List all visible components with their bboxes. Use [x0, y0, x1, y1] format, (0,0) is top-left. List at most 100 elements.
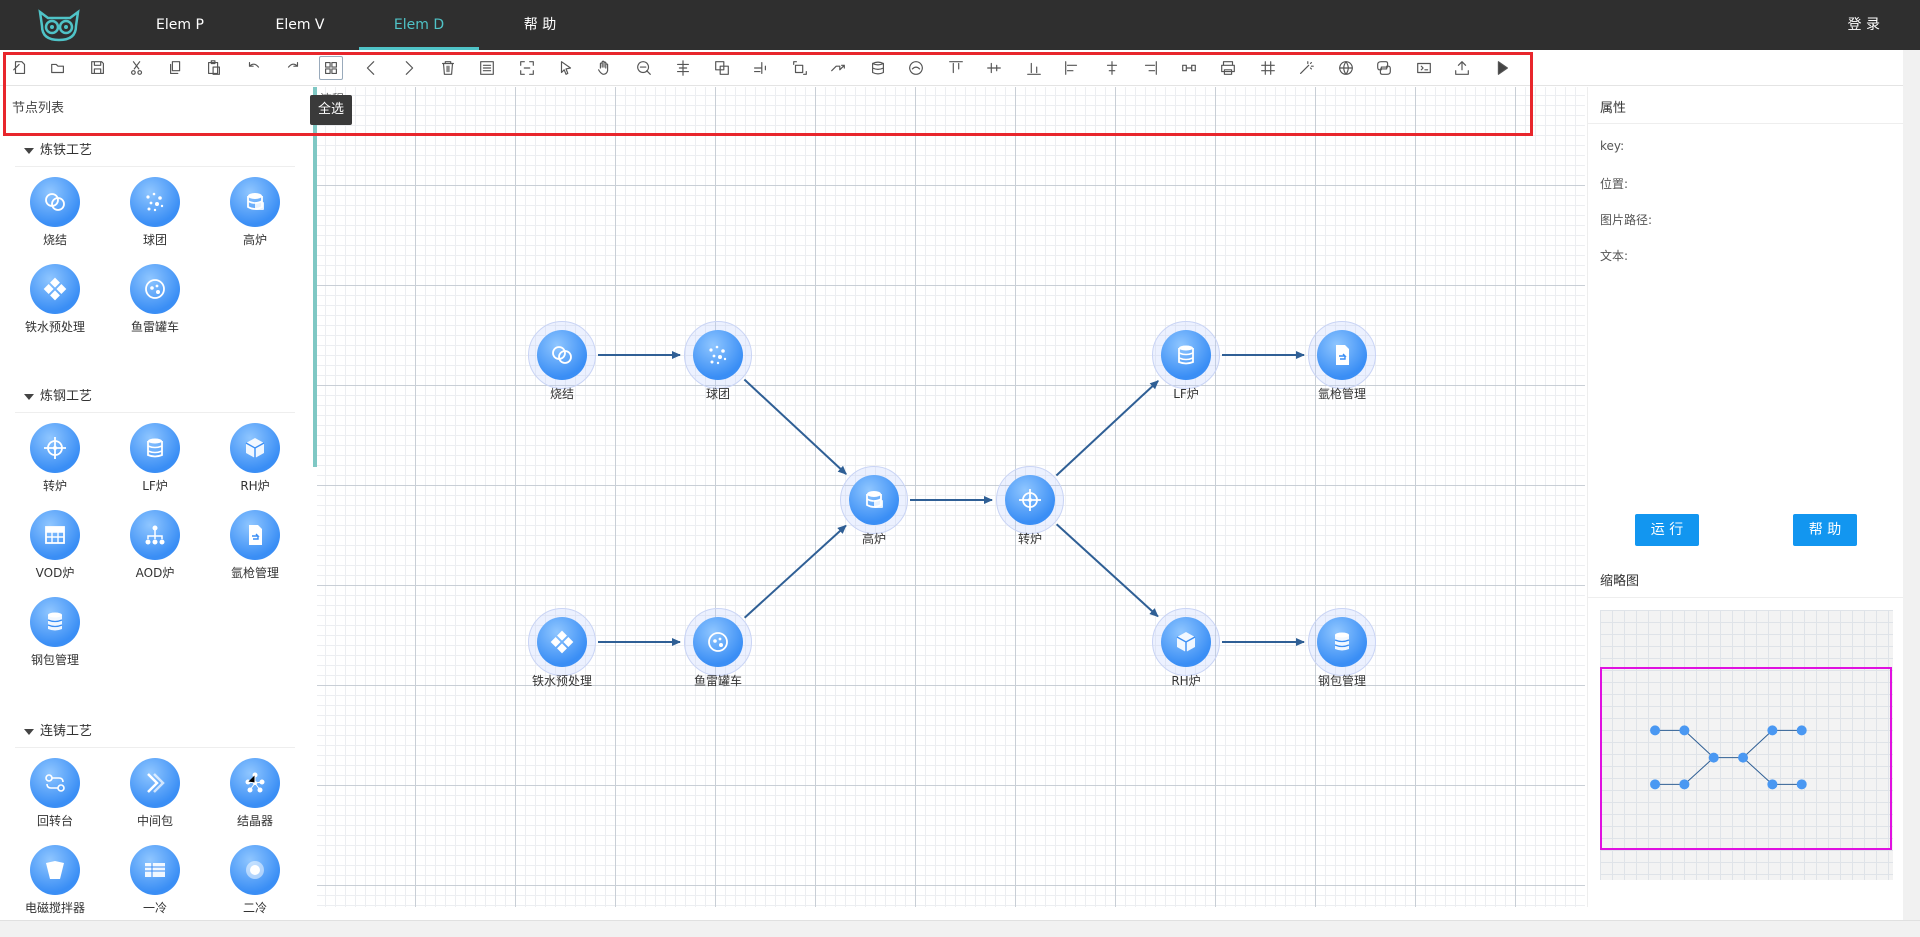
- palette-item[interactable]: 高炉: [210, 177, 300, 247]
- diagram-node[interactable]: 球团: [678, 321, 758, 402]
- select-all-button[interactable]: [319, 56, 343, 80]
- overview-viewport-box[interactable]: [1600, 667, 1892, 850]
- database-button[interactable]: [866, 56, 890, 80]
- align-center-button[interactable]: [671, 56, 695, 80]
- python-button[interactable]: [1372, 56, 1396, 80]
- group-button[interactable]: [710, 56, 734, 80]
- open-button[interactable]: [46, 56, 70, 80]
- palette-item[interactable]: 中间包: [110, 758, 200, 828]
- zoom-fit-button[interactable]: [475, 56, 499, 80]
- next-button[interactable]: [397, 56, 421, 80]
- distribute-button[interactable]: [1177, 56, 1201, 80]
- diagram-node[interactable]: 高炉: [834, 466, 914, 547]
- palette-section-title[interactable]: 炼铁工艺: [24, 139, 92, 158]
- zoom-center-button[interactable]: [515, 56, 539, 80]
- pointer-icon: [560, 61, 572, 75]
- palette-item[interactable]: 电磁搅拌器: [10, 845, 100, 915]
- resize-button[interactable]: [788, 56, 812, 80]
- diagram-node[interactable]: 鱼雷罐车: [678, 608, 758, 689]
- diagram-node[interactable]: LF炉: [1146, 321, 1226, 402]
- palette-item-label: 铁水预处理: [24, 320, 85, 334]
- cut-button[interactable]: [125, 56, 149, 80]
- magic-button[interactable]: [1294, 56, 1318, 80]
- palette-item[interactable]: 氩枪管理: [210, 510, 300, 580]
- palette-item[interactable]: LF炉: [110, 423, 200, 493]
- diagram-node[interactable]: 烧结: [522, 321, 602, 402]
- horizontal-scrollbar[interactable]: [0, 920, 1920, 937]
- run-button[interactable]: 运 行: [1635, 514, 1699, 546]
- ruler-button[interactable]: [1412, 56, 1436, 80]
- new-button[interactable]: [8, 56, 32, 80]
- align-bottom-button[interactable]: [1022, 56, 1046, 80]
- align-right-button[interactable]: [1138, 56, 1162, 80]
- hand-button[interactable]: [592, 56, 616, 80]
- palette-item[interactable]: 转炉: [10, 423, 100, 493]
- prev-button[interactable]: [359, 56, 383, 80]
- nav-item-elem-p[interactable]: Elem P: [156, 17, 204, 33]
- cloud-button[interactable]: [904, 56, 928, 80]
- diagram-canvas[interactable]: 烧结球团高炉转炉 LF炉氩枪管理铁水预处理鱼雷罐车 RH炉 钢包管理: [317, 87, 1585, 907]
- palette-section-title[interactable]: 连铸工艺: [24, 720, 92, 739]
- node-label: RH炉: [1171, 674, 1201, 688]
- palette-item[interactable]: AOD炉: [110, 510, 200, 580]
- diagram-edge[interactable]: [743, 378, 847, 475]
- diagram-node[interactable]: 氩枪管理: [1302, 321, 1382, 402]
- help-button[interactable]: 帮 助: [1793, 514, 1857, 546]
- palette-item[interactable]: 一冷: [110, 845, 200, 915]
- section-divider: [15, 166, 295, 167]
- align-hcenter-button[interactable]: [1100, 56, 1124, 80]
- undo-button[interactable]: [242, 56, 266, 80]
- diagram-node[interactable]: 铁水预处理: [522, 608, 602, 689]
- nav-item-elem-v[interactable]: Elem V: [275, 17, 325, 33]
- align-left-button[interactable]: [1060, 56, 1084, 80]
- pellet-icon: [130, 177, 180, 227]
- print-button[interactable]: [1216, 56, 1240, 80]
- owl-logo-icon[interactable]: [36, 8, 82, 42]
- copy-button[interactable]: [164, 56, 188, 80]
- palette-scroll-indicator[interactable]: [313, 87, 317, 467]
- caret-down-icon: [24, 393, 34, 400]
- diagram-edge[interactable]: [1055, 523, 1159, 618]
- align-left-icon: [1065, 61, 1078, 75]
- palette-item[interactable]: 钢包管理: [10, 597, 100, 667]
- palette-item[interactable]: 球团: [110, 177, 200, 247]
- globe-button[interactable]: [1334, 56, 1358, 80]
- pointer-button[interactable]: [554, 56, 578, 80]
- palette-item[interactable]: 回转台: [10, 758, 100, 828]
- nav-item-elem-d[interactable]: Elem D: [359, 0, 479, 50]
- vertical-scrollbar[interactable]: [1903, 50, 1920, 920]
- align-middle-button[interactable]: [982, 56, 1006, 80]
- pretreatment-icon: [537, 617, 587, 667]
- ungroup-button[interactable]: [748, 56, 772, 80]
- overview-minimap[interactable]: [1600, 610, 1893, 880]
- link-button[interactable]: [826, 56, 850, 80]
- diagram-edge[interactable]: [1055, 380, 1159, 477]
- zoom-out-button[interactable]: [632, 56, 656, 80]
- palette-item[interactable]: 烧结: [10, 177, 100, 247]
- palette-item[interactable]: 二冷: [210, 845, 300, 915]
- diagram-node[interactable]: 钢包管理: [1302, 608, 1382, 689]
- diagram-node[interactable]: 转炉: [990, 466, 1070, 547]
- palette-item[interactable]: 铁水预处理: [10, 264, 100, 334]
- lf-furnace-icon: [1161, 330, 1211, 380]
- palette-item[interactable]: 鱼雷罐车: [110, 264, 200, 334]
- save-button[interactable]: [86, 56, 110, 80]
- diagram-edge[interactable]: [743, 524, 847, 619]
- palette-item-label: 高炉: [242, 233, 267, 247]
- run-button[interactable]: [1490, 56, 1514, 80]
- login-link[interactable]: 登 录: [1847, 17, 1880, 33]
- export-button[interactable]: [1450, 56, 1474, 80]
- diagram-node[interactable]: RH炉: [1146, 608, 1226, 689]
- nav-item-help[interactable]: 帮 助: [523, 17, 557, 33]
- palette-item[interactable]: 结晶器: [210, 758, 300, 828]
- palette-section-title[interactable]: 炼钢工艺: [24, 385, 92, 404]
- palette-item[interactable]: VOD炉: [10, 510, 100, 580]
- delete-button[interactable]: [436, 56, 460, 80]
- palette-item[interactable]: RH炉: [210, 423, 300, 493]
- grid-icon: [1261, 61, 1275, 75]
- redo-button[interactable]: [281, 56, 305, 80]
- align-top-button[interactable]: [944, 56, 968, 80]
- align-top-icon: [949, 61, 963, 74]
- paste-button[interactable]: [202, 56, 226, 80]
- grid-button[interactable]: [1256, 56, 1280, 80]
